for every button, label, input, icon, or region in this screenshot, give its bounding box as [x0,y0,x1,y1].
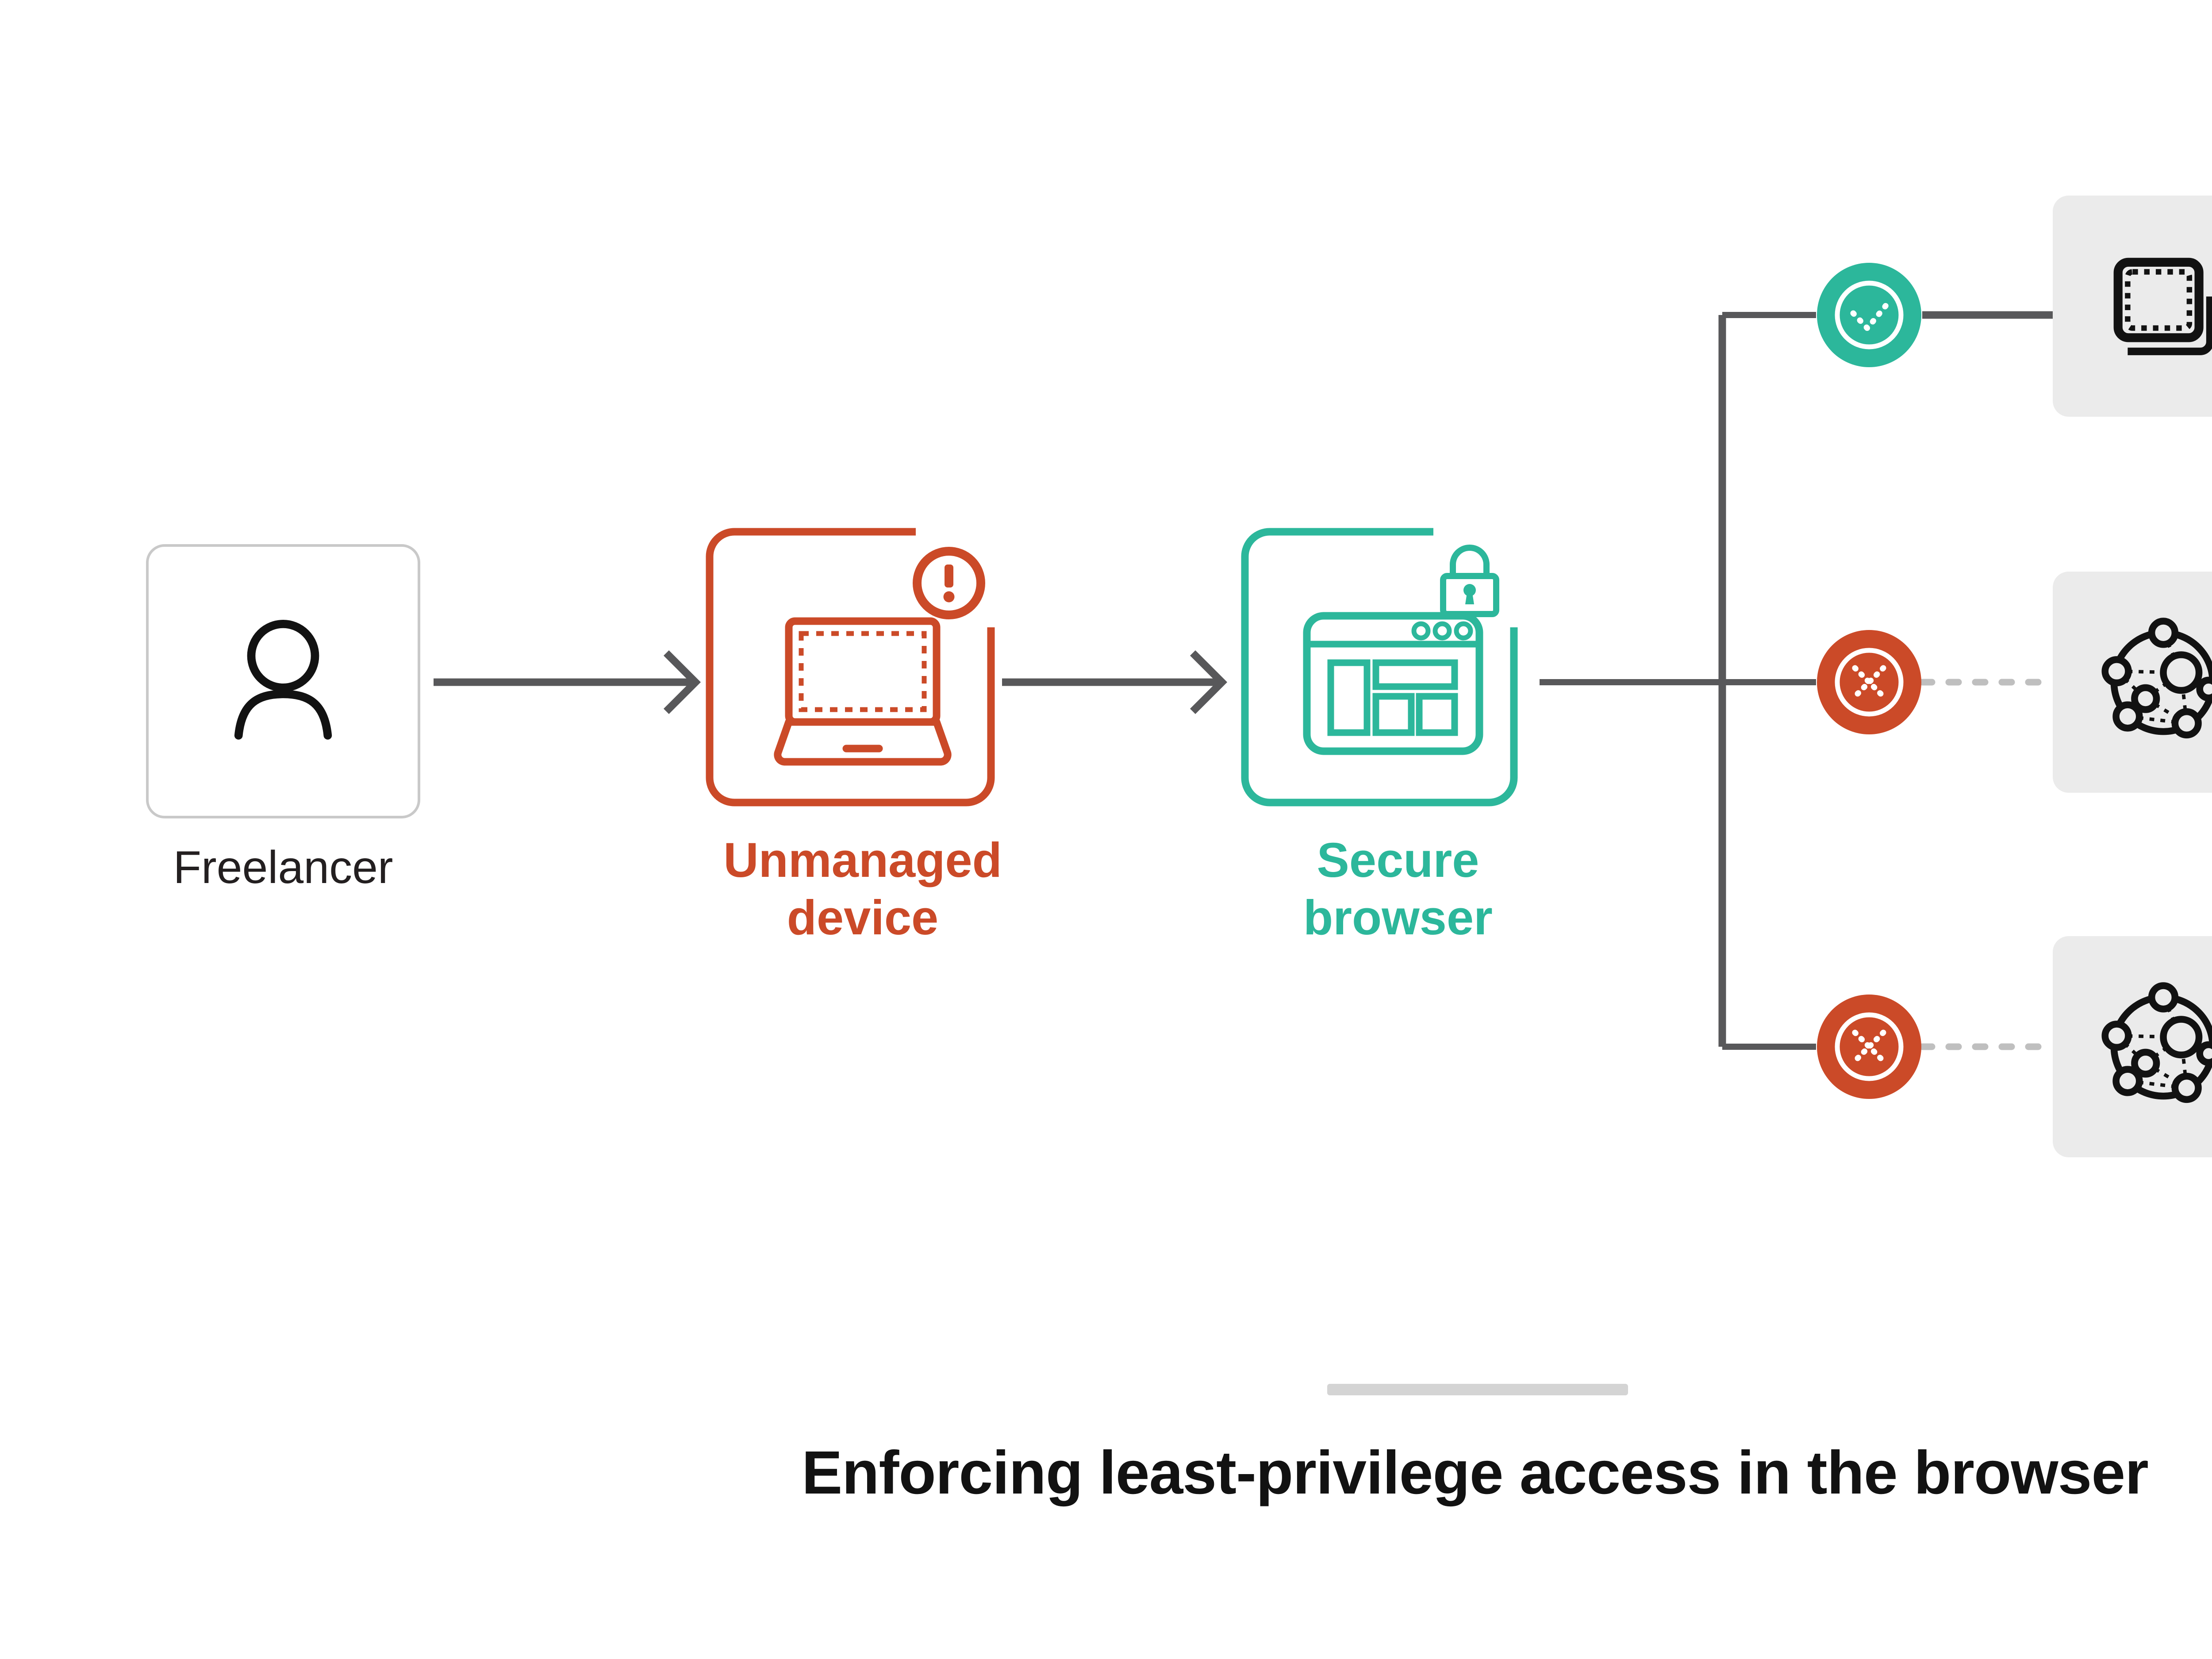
network-graph-icon [2101,982,2212,1103]
verdict-badge-espn[interactable] [1816,994,1922,1100]
destination-tile-internal-apps[interactable] [2053,196,2212,417]
node-secure-browser[interactable] [1241,526,1553,836]
verdict-badge-internal-apps[interactable] [1816,262,1922,368]
node-unmanaged-device[interactable] [706,526,1018,836]
destination-tile-draftkings[interactable] [2053,572,2212,793]
caption-title: Enforcing least-privilege access in the … [802,1439,2149,1507]
node-label-secure-browser: Secure browser [1303,833,1493,945]
network-graph-icon [2101,618,2212,739]
padlock-icon [1440,545,1499,617]
destination-tile-espn[interactable] [2053,936,2212,1157]
arrow-freelancer-to-device [434,650,701,714]
node-label-unmanaged-device: Unmanaged device [723,833,1002,945]
node-freelancer[interactable] [146,544,420,818]
warning-icon [913,547,985,619]
stacked-windows-icon [2113,257,2212,355]
verdict-badge-draftkings[interactable] [1816,629,1922,735]
arrow-device-to-browser [1002,650,1228,714]
person-icon [234,620,332,740]
caption-divider [1327,1384,1628,1395]
node-label-freelancer: Freelancer [173,842,393,893]
